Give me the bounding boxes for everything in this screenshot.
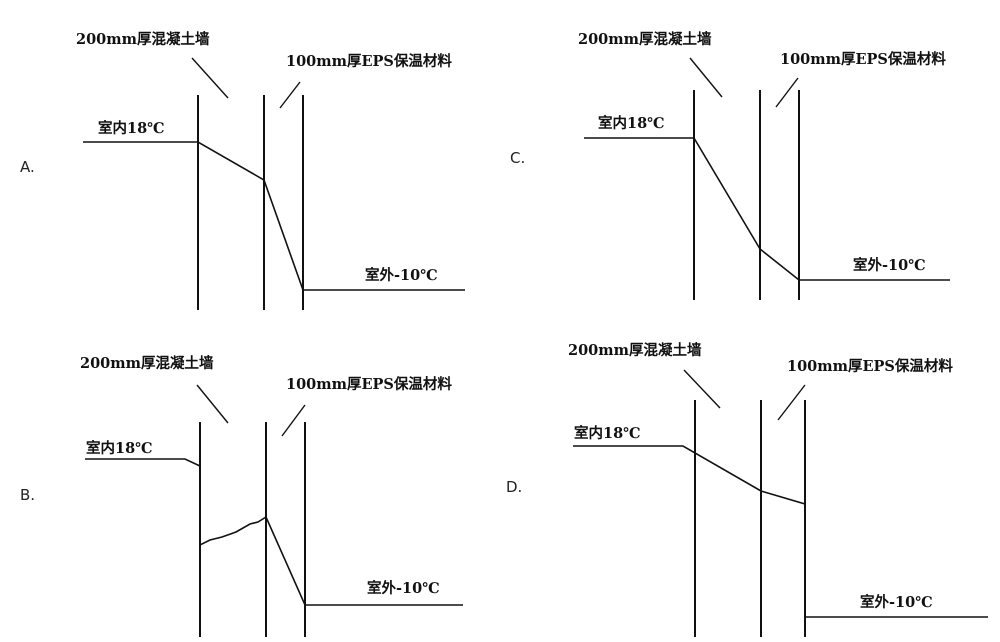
option-c-insulation-label: 100mm厚EPS保温材料 [780,50,946,68]
option-d-letter: D. [506,478,522,496]
option-a-outdoor-label: 室外-10℃ [365,266,438,284]
option-d-outdoor-label: 室外-10℃ [860,593,933,611]
option-b-indoor-label: 室内18℃ [86,439,153,457]
option-a: A. 200mm厚混凝土墙 100mm厚EPS保温材料 室内18℃ 室外-10℃ [20,30,465,310]
option-d-temperature-line [573,445,988,618]
option-a-indoor-label: 室内18℃ [98,119,165,137]
option-c-wall-label: 200mm厚混凝土墙 [578,30,712,48]
option-b-temperature-line [85,458,463,606]
option-d-indoor-label: 室内18℃ [574,424,641,442]
option-d-insulation-label: 100mm厚EPS保温材料 [787,357,953,375]
option-a-temperature-line [83,141,465,291]
option-b-insulation-pointer [281,404,306,437]
option-a-insulation-pointer [279,81,301,109]
option-a-wall-label: 200mm厚混凝土墙 [76,30,210,48]
option-c-outdoor-label: 室外-10℃ [853,256,926,274]
option-b-insulation-label: 100mm厚EPS保温材料 [286,375,452,393]
option-d-wall-pointer [683,369,721,409]
option-c: C. 200mm厚混凝土墙 100mm厚EPS保温材料 室内18℃ 室外-10℃ [510,30,950,300]
option-d: D. 200mm厚混凝土墙 100mm厚EPS保温材料 室内18℃ 室外-10℃ [506,341,988,637]
option-d-wall-label: 200mm厚混凝土墙 [568,341,702,359]
option-c-temperature-line [584,137,950,281]
option-c-wall-pointer [689,57,723,98]
option-d-insulation-pointer [777,384,806,421]
option-c-insulation-pointer [775,77,799,108]
option-b-outdoor-label: 室外-10℃ [367,579,440,597]
option-a-insulation-label: 100mm厚EPS保温材料 [286,52,452,70]
option-b-letter: B. [20,486,35,504]
option-c-letter: C. [510,149,525,167]
option-c-indoor-label: 室内18℃ [598,114,665,132]
option-b-wall-label: 200mm厚混凝土墙 [80,354,214,372]
option-a-wall-pointer [191,57,229,99]
option-a-letter: A. [20,158,35,176]
option-b: B. 200mm厚混凝土墙 100mm厚EPS保温材料 室内18℃ 室外-10℃ [20,354,463,637]
option-b-wall-pointer [196,384,229,424]
